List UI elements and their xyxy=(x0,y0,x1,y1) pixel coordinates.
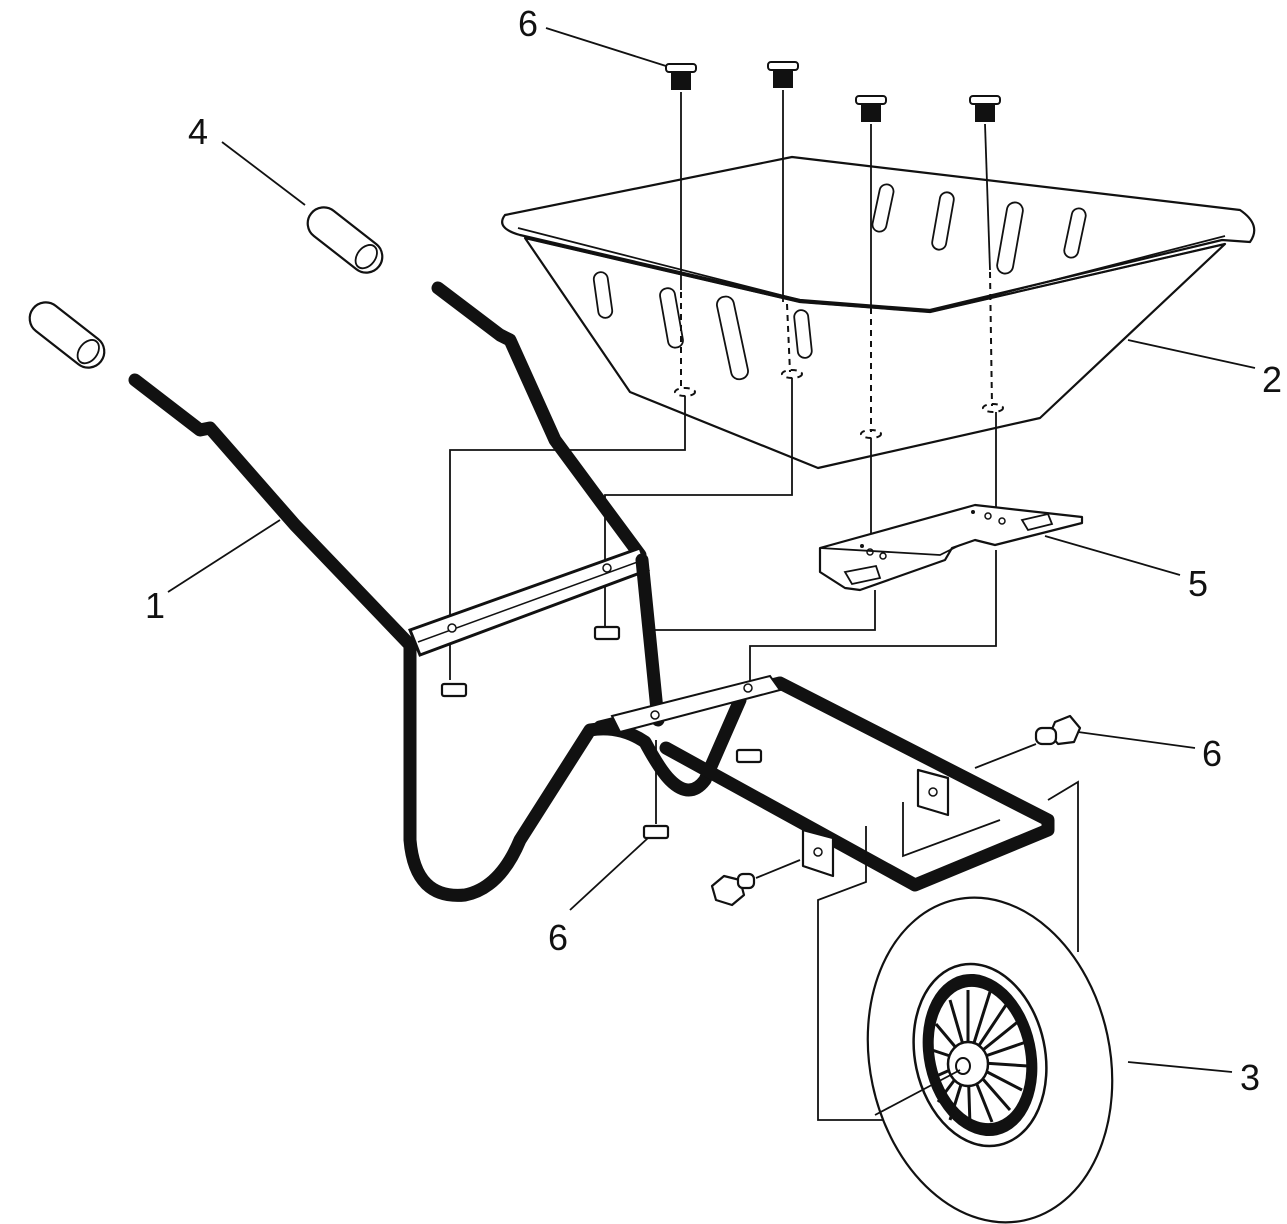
grips xyxy=(28,206,384,369)
axle-bolts xyxy=(710,714,1082,907)
tray-bolts xyxy=(449,61,1004,690)
callout-leaders xyxy=(167,27,1256,1073)
tray-support xyxy=(818,503,1084,592)
wheel xyxy=(866,896,1114,1224)
callout-tray-support: 5 xyxy=(1188,563,1208,604)
callout-labels: 1 2 3 4 5 6 6 6 xyxy=(145,3,1282,1098)
callout-wheel: 3 xyxy=(1240,1057,1260,1098)
callout-tray: 2 xyxy=(1262,359,1282,400)
axle-bolt-left xyxy=(710,872,756,907)
callout-grip: 4 xyxy=(188,111,208,152)
bolt-3 xyxy=(855,95,887,122)
axle-bolt-right xyxy=(1034,714,1082,746)
bolt-2 xyxy=(767,61,799,88)
callout-nut-bottom: 6 xyxy=(548,917,568,958)
callout-bolt-top: 6 xyxy=(518,3,538,44)
callout-bolt-axle: 6 xyxy=(1202,733,1222,774)
callout-frame: 1 xyxy=(145,585,165,626)
mount-panels xyxy=(817,780,1079,1121)
frame xyxy=(128,281,1055,902)
bolt-4 xyxy=(969,95,1001,122)
bolt-1 xyxy=(665,63,697,90)
grip-2 xyxy=(28,301,106,369)
grip-1 xyxy=(306,206,384,274)
tray xyxy=(501,155,1256,470)
nuts xyxy=(440,625,763,840)
tray-slots xyxy=(592,183,1087,381)
